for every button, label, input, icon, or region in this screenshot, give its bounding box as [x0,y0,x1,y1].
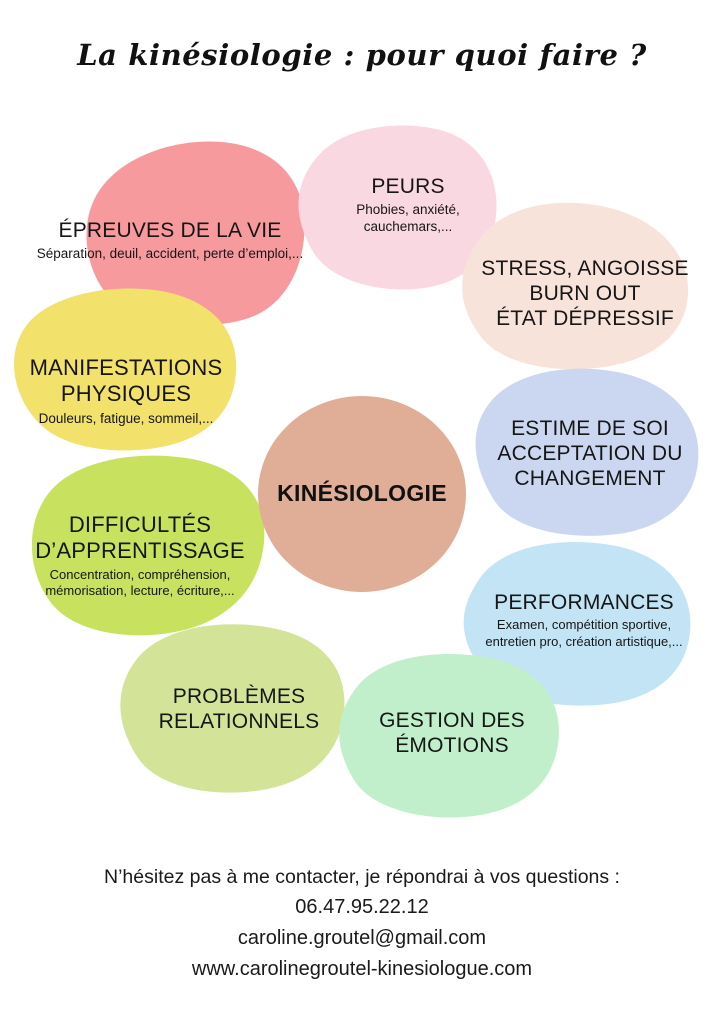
blob-shape-stress [462,202,689,370]
bubble-title-line-3: ÉTAT DÉPRESSIF [496,307,674,331]
bubble-epreuves-de-la-vie[interactable]: ÉPREUVES DE LA VIE Séparation, deuil, ac… [36,218,304,262]
bubble-title-line-2: ACCEPTATION DU [497,442,683,466]
blob-shape-performances [463,541,691,706]
bubble-difficultes-apprentissage[interactable]: DIFFICULTÉS D’APPRENTISSAGE Concentratio… [18,512,262,600]
bubble-title-line-2: BURN OUT [529,282,641,306]
page-title: La kinésiologie : pour quoi faire ? [77,38,647,72]
bubble-subtitle: Séparation, deuil, accident, perte d’emp… [36,246,304,262]
bubble-title-line-1: MANIFESTATIONS [29,355,223,380]
bubble-title-line-2: ÉMOTIONS [395,734,509,758]
contact-footer: N’hésitez pas à me contacter, je répondr… [0,862,724,985]
center-label-kinesiologie: KINÉSIOLOGIE [277,480,447,506]
bubble-performances[interactable]: PERFORMANCES Examen, compétition sportiv… [472,590,696,650]
footer-email[interactable]: caroline.groutel@gmail.com [237,927,487,950]
bubble-stress-angoisse[interactable]: STRESS, ANGOISSE BURN OUT ÉTAT DÉPRESSIF [468,256,702,332]
blob-shape-epreuves [86,141,305,326]
footer-phone[interactable]: 06.47.95.22.12 [295,896,429,919]
footer-invitation-text: N’hésitez pas à me contacter, je répondr… [104,866,620,888]
bubble-title: ÉPREUVES DE LA VIE [58,219,282,242]
bubble-title-line-1: ESTIME DE SOI [511,417,669,440]
bubble-gestion-des-emotions[interactable]: GESTION DES ÉMOTIONS [352,708,552,758]
footer-website[interactable]: www.carolinegroutel-kinesiologue.com [191,958,533,981]
bubble-subtitle: Examen, compétition sportive, entretien … [485,617,683,649]
blob-shape-estime [475,368,699,536]
bubble-manifestations-physiques[interactable]: MANIFESTATIONS PHYSIQUES Douleurs, fatig… [8,355,244,427]
bubble-title-line-2: D’APPRENTISSAGE [35,538,245,564]
bubble-title-line-2: PHYSIQUES [60,381,192,407]
bubble-subtitle: Phobies, anxiété, cauchemars,... [356,202,460,235]
bubble-subtitle: Concentration, compréhension, mémorisati… [45,566,235,599]
blob-shape-gestion [339,653,559,818]
bubble-title-line-1: DIFFICULTÉS [68,512,212,537]
blob-shape-manifestations [14,288,237,451]
blob-shapes-svg [14,125,699,818]
bubble-estime-de-soi[interactable]: ESTIME DE SOI ACCEPTATION DU CHANGEMENT [484,416,696,492]
bubble-title: PERFORMANCES [494,591,674,614]
blob-diagram: ÉPREUVES DE LA VIE Séparation, deuil, ac… [0,100,724,840]
bubble-title-line-1: GESTION DES [379,709,525,732]
bubble-peurs[interactable]: PEURS Phobies, anxiété, cauchemars,... [318,174,498,236]
blob-shape-difficultes [31,455,265,636]
bubble-subtitle: Douleurs, fatigue, sommeil,... [38,410,214,426]
bubble-title-line-1: STRESS, ANGOISSE [481,257,689,280]
blob-shape-center [258,396,466,592]
bubble-title: PEURS [371,175,445,198]
bubble-title-line-2: RELATIONNELS [158,710,320,734]
blob-shape-peurs [298,125,497,290]
bubble-title-line-3: CHANGEMENT [514,467,666,491]
bubble-problemes-relationnels[interactable]: PROBLÈMES RELATIONNELS [136,684,342,734]
blob-shape-problemes [120,624,345,793]
bubble-title-line-1: PROBLÈMES [172,685,306,708]
